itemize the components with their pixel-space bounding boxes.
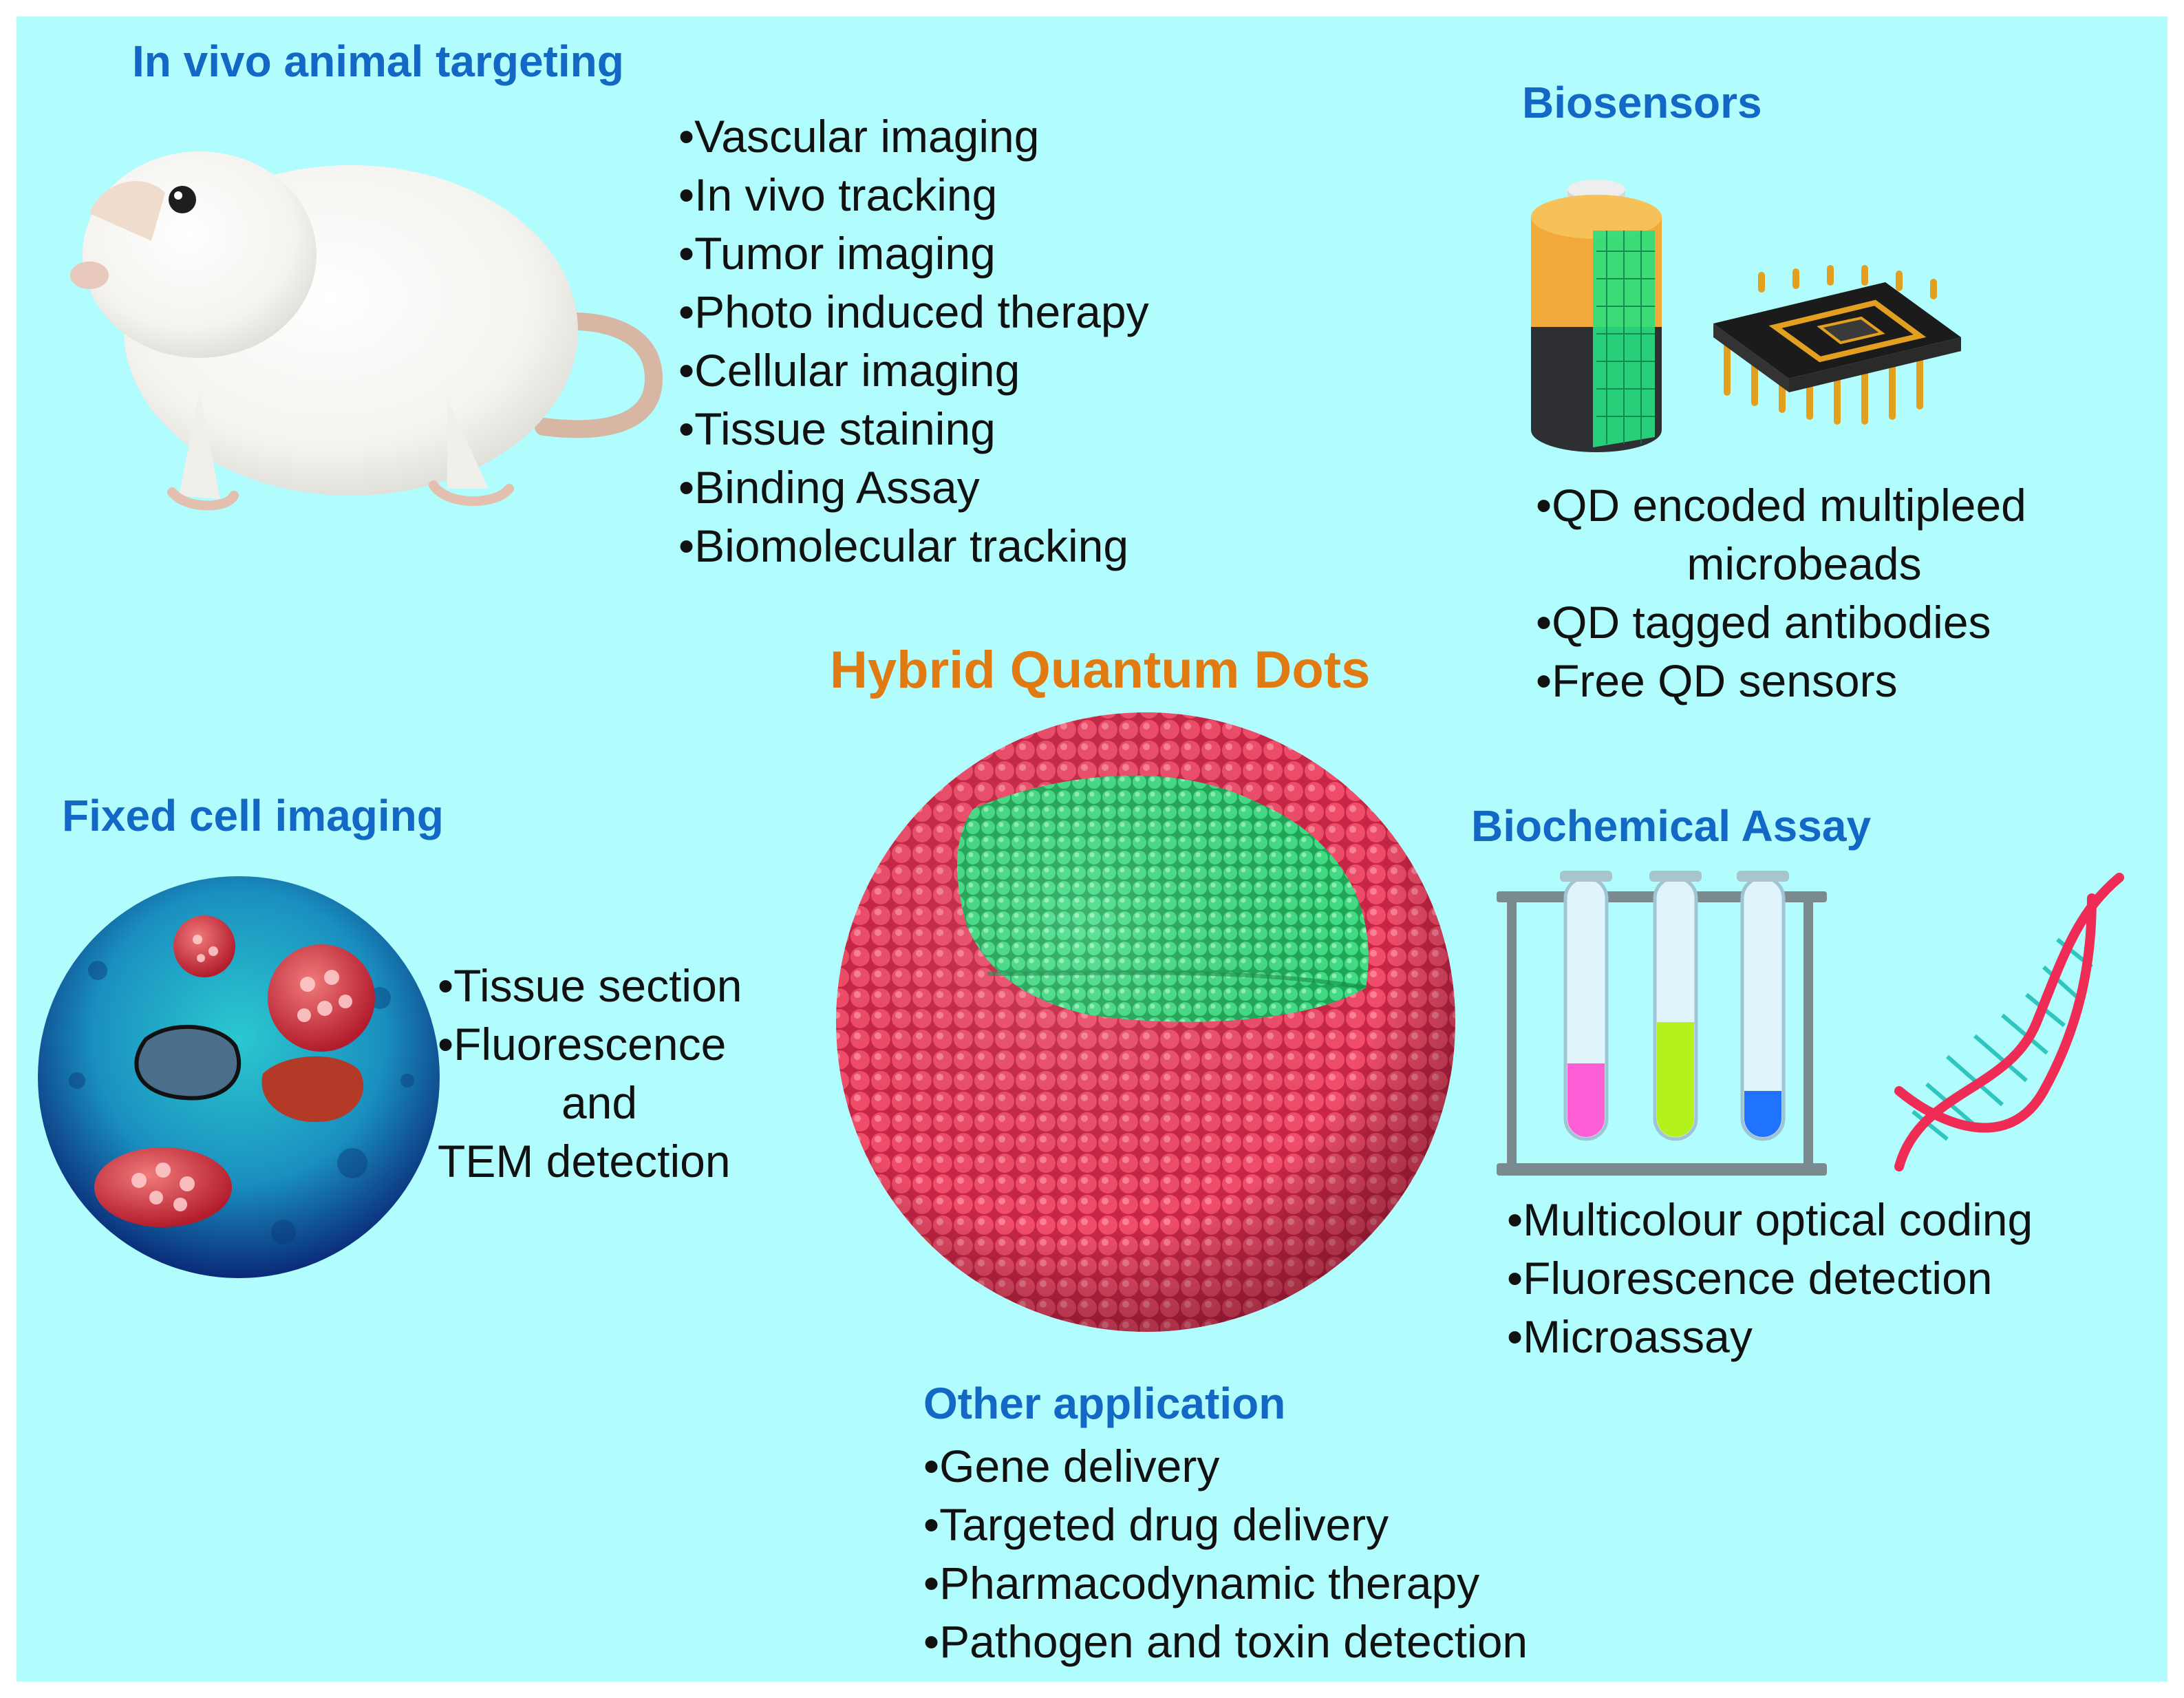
list-item: Vascular imaging <box>678 107 1149 166</box>
microchip-icon <box>1713 265 1961 425</box>
list-item: Binding Assay <box>678 458 1149 517</box>
fixed-cell-list: Tissue section Fluorescence and TEM dete… <box>438 957 761 1191</box>
list-item: Cellular imaging <box>678 341 1149 400</box>
heading-biochemical: Biochemical Assay <box>1471 801 1872 851</box>
other-list: Gene delivery Targeted drug delivery Pha… <box>923 1437 1528 1671</box>
biochemical-list: Multicolour optical coding Fluorescence … <box>1507 1191 2033 1366</box>
main-title: Hybrid Quantum Dots <box>830 641 1371 699</box>
heading-fixed-cell: Fixed cell imaging <box>62 791 444 840</box>
list-item: Fluorescence detection <box>1507 1249 2033 1308</box>
quantum-dot-icon <box>836 712 1455 1332</box>
list-item: Multicolour optical coding <box>1507 1191 2033 1249</box>
list-item: Pathogen and toxin detection <box>923 1613 1528 1671</box>
list-item: microbeads <box>1687 538 1922 589</box>
list-item: TEM detection <box>438 1136 731 1187</box>
list-item: QD tagged antibodies <box>1536 593 2073 652</box>
list-item: Microassay <box>1507 1308 2033 1366</box>
list-item: Gene delivery <box>923 1437 1528 1496</box>
heading-in-vivo: In vivo animal targeting <box>132 36 624 86</box>
list-item: Fluorescence <box>438 1015 761 1074</box>
list-item: Targeted drug delivery <box>923 1496 1528 1554</box>
list-item: Tissue staining <box>678 400 1149 458</box>
biosensors-list: QD encoded multipleed microbeads QD tagg… <box>1536 476 2073 710</box>
list-item: Tumor imaging <box>678 224 1149 283</box>
list-item: Biomolecular tracking <box>678 517 1149 575</box>
rat-icon <box>70 151 663 511</box>
battery-icon <box>1531 180 1662 452</box>
cell-imaging-icon <box>38 876 440 1278</box>
test-tubes-icon <box>1497 871 1827 1176</box>
list-item: Tissue section <box>438 957 761 1015</box>
list-item: QD encoded multipleed <box>1536 476 2073 535</box>
list-item: Free QD sensors <box>1536 652 2073 710</box>
heading-other: Other application <box>923 1379 1286 1428</box>
list-item: Photo induced therapy <box>678 283 1148 341</box>
list-item: Pharmacodynamic therapy <box>923 1554 1528 1613</box>
heading-biosensors: Biosensors <box>1522 78 1762 127</box>
dna-helix-icon <box>1894 873 2124 1171</box>
in-vivo-list: Vascular imaging In vivo tracking Tumor … <box>678 107 1149 575</box>
list-item: In vivo tracking <box>678 166 1149 224</box>
list-item: and <box>561 1077 638 1128</box>
